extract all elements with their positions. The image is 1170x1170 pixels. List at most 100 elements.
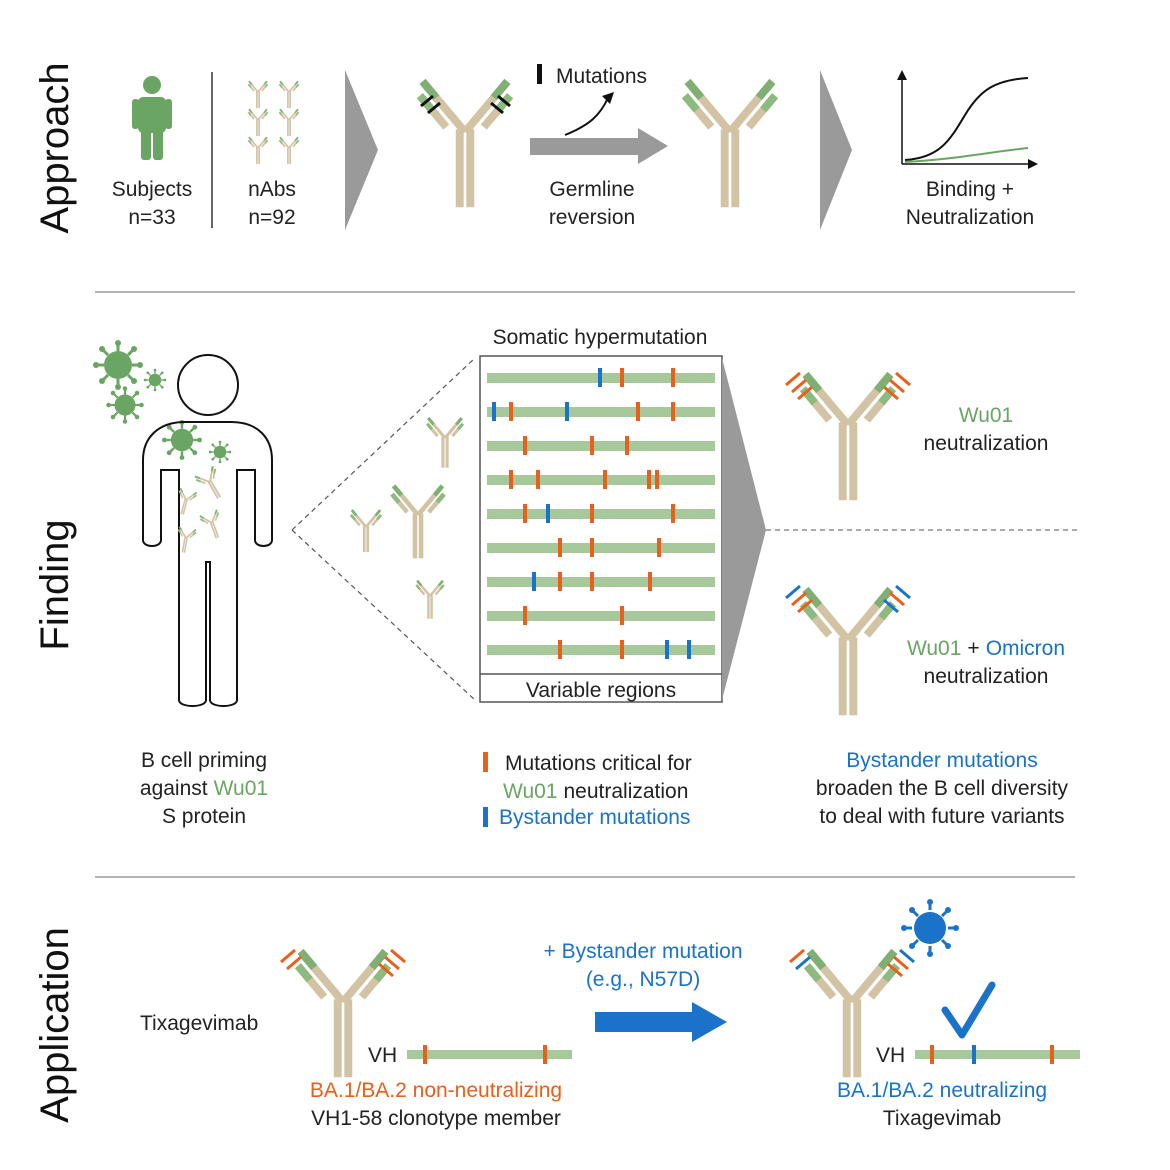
critical-mutation-mark [536, 470, 540, 489]
shm-title: Somatic hypermutation [493, 326, 708, 349]
critical-mutation-mark [558, 538, 562, 557]
sequence-bar [487, 611, 715, 621]
germline-label-line2: reversion [549, 206, 635, 229]
person-icon [132, 76, 172, 160]
binding-label-line2: Neutralization [906, 206, 1034, 229]
legend-critical-line1: Mutations critical for [505, 752, 692, 775]
tixagevimab-antibody-icon [789, 948, 915, 1078]
bystander-mutation-mark [492, 402, 496, 421]
arrow-label-line2: (e.g., N57D) [586, 968, 700, 991]
critical-mutation-mark [590, 504, 594, 523]
vh-left-label: VH [368, 1044, 397, 1067]
critical-mutation-mark [620, 606, 624, 625]
bystander-title: Bystander mutations [846, 749, 1037, 772]
wu01-outcome-label: neutralization [924, 432, 1049, 455]
bystander-mutation-mark [687, 640, 691, 659]
legend-bystander: Bystander mutations [499, 806, 690, 829]
virus-icons [91, 338, 232, 464]
critical-mutation-mark [620, 368, 624, 387]
broad-outcome-strains: Wu01+Omicron [907, 637, 1065, 660]
critical-mutation-mark [671, 402, 675, 421]
nabs-icon-grid [247, 80, 300, 164]
binding-curve-plot [897, 70, 1038, 169]
wu01-outcome-strain: Wu01 [959, 404, 1013, 427]
expansion-arrow-icon [722, 358, 766, 700]
checkmark-icon [941, 981, 996, 1039]
wu01-antibody-icon [785, 371, 911, 501]
sequence-bar [487, 475, 715, 485]
critical-mutation-mark [523, 504, 527, 523]
critical-mutation-mark [590, 538, 594, 557]
critical-mutation-mark [648, 572, 652, 591]
vh-left-sequence-bar [407, 1045, 572, 1064]
critical-mutation-mark [636, 402, 640, 421]
critical-mutation-mark [603, 470, 607, 489]
germline-arrow-icon [530, 128, 668, 164]
bystander-mutation-mark [546, 504, 550, 523]
broad-antibody-icon [785, 584, 911, 716]
critical-mutation-mark [657, 538, 661, 557]
subjects-count: n=33 [128, 206, 175, 229]
sequence-bar [487, 407, 715, 417]
shm-sequence-rows [487, 368, 715, 659]
nabs-label: nAbs [248, 178, 296, 201]
critical-mutation-mark [558, 640, 562, 659]
human-outline-icon [142, 354, 273, 707]
subjects-label: Subjects [112, 178, 193, 201]
bystander-mutation-mark [532, 572, 536, 591]
broad-outcome-label: neutralization [924, 665, 1049, 688]
critical-mutation-mark [509, 470, 513, 489]
binding-label-line1: Binding + [926, 178, 1014, 201]
critical-mutation-mark [558, 572, 562, 591]
mutation-legend-mark-icon [537, 64, 542, 84]
engineering-arrow-icon [595, 1002, 727, 1042]
critical-mutation-mark [655, 470, 659, 489]
section-label-finding: Finding [33, 519, 77, 650]
section-label-application: Application [33, 927, 77, 1123]
critical-mutation-mark [620, 640, 624, 659]
step-arrow-icon [345, 70, 378, 230]
critical-mutation-mark [625, 436, 629, 455]
antibody-repertoire-icons [349, 417, 464, 619]
arrow-label-line1: + Bystander mutation [543, 940, 742, 963]
curved-arrow-icon [564, 97, 609, 136]
sequence-bar [487, 509, 715, 519]
neutralizing-label: BA.1/BA.2 neutralizing [837, 1079, 1047, 1102]
clonotype-label: VH1-58 clonotype member [311, 1107, 561, 1130]
vh-right-sequence-bar [915, 1045, 1080, 1064]
critical-mutation-mark [590, 572, 594, 591]
bystander-mutation-mark-icon [483, 807, 488, 827]
bystander-mutation-mark [598, 368, 602, 387]
tixagevimab-left-label: Tixagevimab [140, 1012, 258, 1035]
germline-antibody-icon [681, 78, 779, 208]
critical-mutation-mark [590, 436, 594, 455]
priming-line1: B cell priming [141, 749, 267, 772]
critical-mutation-mark [671, 368, 675, 387]
antibody-cluster-in-body-icon [173, 465, 230, 555]
bystander-line3: to deal with future variants [819, 805, 1064, 828]
sequence-bar [487, 645, 715, 655]
sequence-bar [487, 577, 715, 587]
bystander-line2: broaden the B cell diversity [816, 777, 1069, 800]
non-neutralizing-label: BA.1/BA.2 non-neutralizing [310, 1079, 562, 1102]
vh158-antibody-icon [280, 948, 406, 1078]
vh-right-label: VH [876, 1044, 905, 1067]
germline-label-line1: Germline [549, 178, 634, 201]
sequence-bar [487, 543, 715, 553]
critical-mutation-mark-icon [483, 752, 488, 772]
variable-regions-label: Variable regions [526, 679, 676, 702]
critical-mutation-mark [523, 606, 527, 625]
omicron-virus-icon [901, 899, 959, 957]
critical-mutation-mark [509, 402, 513, 421]
curved-arrow-head-icon [602, 92, 614, 104]
bystander-mutation-mark [565, 402, 569, 421]
section-label-approach: Approach [33, 62, 77, 233]
sequence-bar [487, 441, 715, 451]
critical-mutation-mark [523, 436, 527, 455]
mutations-legend-label: Mutations [556, 65, 647, 88]
critical-mutation-mark [647, 470, 651, 489]
critical-mutation-mark [671, 504, 675, 523]
